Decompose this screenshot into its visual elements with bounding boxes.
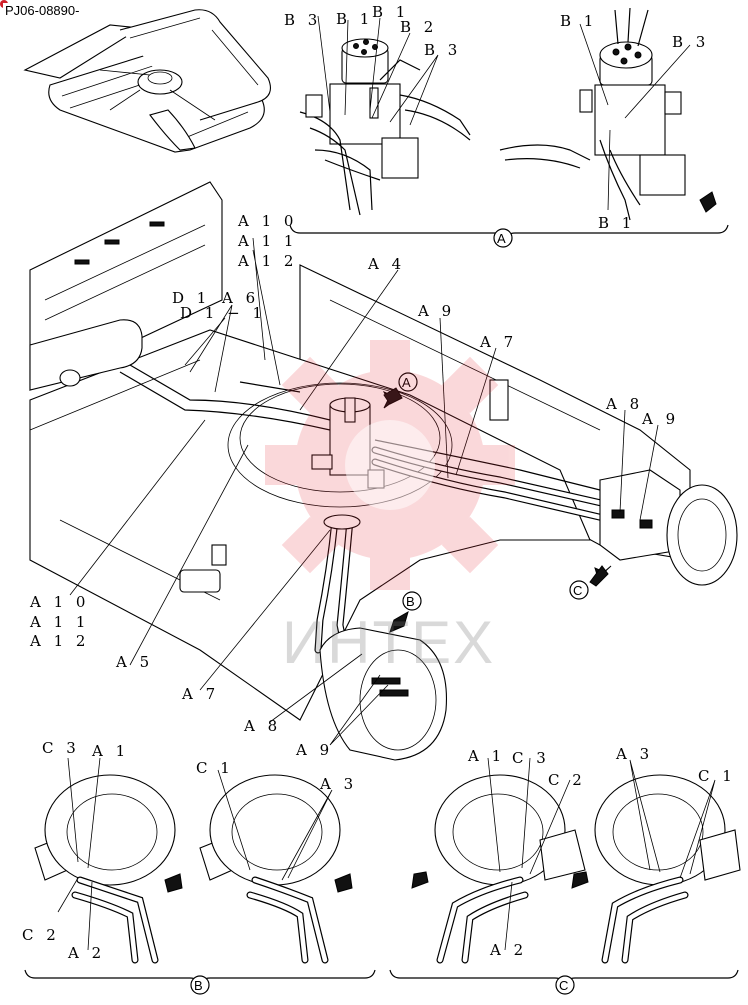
label-b3: B 3 xyxy=(672,33,709,51)
label-a7: A 7 xyxy=(181,685,219,703)
label-b3: B 3 xyxy=(284,11,321,29)
label-c3: C 3 xyxy=(512,749,550,767)
label-a11: A 1 1 xyxy=(29,613,89,631)
label-b1: B 1 xyxy=(598,214,635,232)
detail-view-c xyxy=(389,757,741,988)
label-b2: B 2 xyxy=(400,18,437,36)
label-b1: B 1 xyxy=(372,3,409,21)
label-d1: D 1 xyxy=(172,289,210,307)
label-a2: A 2 xyxy=(67,944,105,962)
view-arrows xyxy=(382,387,612,633)
machine-thumbnail xyxy=(23,9,271,153)
label-a10: A 1 0 xyxy=(237,212,297,230)
label-b1: B 1 xyxy=(560,12,597,30)
label-a1: A 1 xyxy=(91,742,129,760)
label-b1: B 1 xyxy=(336,10,373,28)
arrow-view-b xyxy=(389,610,409,633)
label-a12: A 1 2 xyxy=(237,252,297,270)
label-a9: A 9 xyxy=(417,302,455,320)
view-marker-b: B xyxy=(194,978,203,993)
view-marker-b: B xyxy=(406,594,415,609)
callouts: B 3 B 1 B 1 B 2 B 3 B 1 B 3 B 1 A 1 0 A … xyxy=(22,3,736,962)
label-c2: C 2 xyxy=(22,926,60,944)
label-a9: A 9 xyxy=(295,741,333,759)
label-a5: A 5 xyxy=(115,653,153,671)
label-a7: A 7 xyxy=(479,333,517,351)
label-a6: A 6 xyxy=(221,289,259,307)
label-a3: A 3 xyxy=(615,745,653,763)
label-a11: A 1 1 xyxy=(237,232,297,250)
main-chassis xyxy=(29,181,738,761)
label-c3: C 3 xyxy=(42,739,80,757)
label-c1: C 1 xyxy=(698,767,736,785)
label-a2: A 2 xyxy=(489,941,527,959)
label-a1: A 1 xyxy=(467,747,505,765)
detail-view-a xyxy=(289,7,729,243)
detail-view-b xyxy=(24,757,376,988)
label-d1-1: D 1 − 1 xyxy=(180,304,266,322)
label-a12: A 1 2 xyxy=(29,632,89,650)
watermark-text: ИНТЕХ xyxy=(282,609,496,676)
label-c1: C 1 xyxy=(196,759,234,777)
leader-lines xyxy=(69,15,691,746)
label-a10: A 1 0 xyxy=(29,593,89,611)
label-c2: C 2 xyxy=(548,771,586,789)
label-b3: B 3 xyxy=(424,41,461,59)
label-a8: A 8 xyxy=(243,717,281,735)
label-a8: A 8 xyxy=(605,395,643,413)
view-marker-a: A xyxy=(497,231,506,246)
view-marker-c: C xyxy=(559,978,568,993)
part-code-label: PJ06-08890- xyxy=(3,3,82,18)
label-a9: A 9 xyxy=(641,410,679,428)
label-a4: A 4 xyxy=(367,255,405,273)
label-a3: A 3 xyxy=(319,775,357,793)
view-markers: A A C B B C xyxy=(190,228,589,995)
view-marker-a: A xyxy=(402,375,411,390)
view-marker-c: C xyxy=(573,583,582,598)
